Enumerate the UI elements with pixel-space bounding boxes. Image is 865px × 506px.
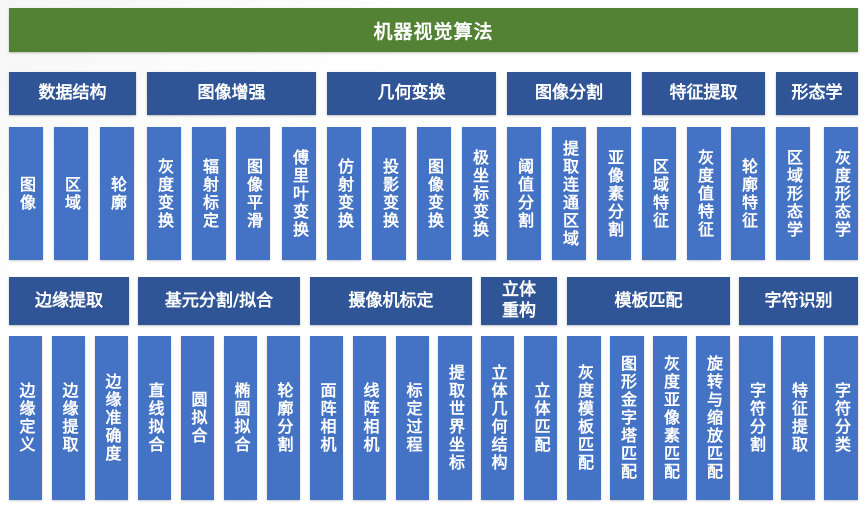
leaf-gray-subpixel-matching: 灰度亚像素匹配	[653, 336, 687, 500]
leaf-threshold-segmentation: 阈值分割	[507, 127, 541, 260]
leaf-rotation-scale-matching: 旋转与缩放匹配	[696, 336, 730, 500]
leaf-image-smoothing: 图像平滑	[236, 127, 270, 260]
category-template-matching: 模板匹配	[567, 277, 730, 325]
leaf-line-fitting: 直线拟合	[138, 336, 171, 500]
leaf-gray-morphology: 灰度形态学	[824, 127, 858, 260]
leaf-stereo-matching: 立体匹配	[524, 336, 557, 500]
leaf-gray-transform: 灰度变换	[147, 127, 181, 260]
leaf-region-morphology: 区域形态学	[776, 127, 810, 260]
leaf-area-camera: 面阵相机	[310, 336, 343, 500]
leaf-world-coordinates: 提取世界坐标	[438, 336, 472, 500]
leaf-image: 图像	[9, 127, 43, 260]
leaf-edge-accuracy: 边缘准确度	[95, 336, 128, 500]
leaf-pyramid-matching: 图形金字塔匹配	[610, 336, 644, 500]
leaf-character-segmentation: 字符分割	[739, 336, 773, 500]
leaf-region: 区域	[54, 127, 88, 260]
category-image-enhancement: 图像增强	[147, 72, 316, 115]
leaf-image-transform: 图像变换	[417, 127, 451, 260]
category-ocr: 字符识别	[739, 277, 858, 325]
leaf-radiometric-calibration: 辐射标定	[192, 127, 226, 260]
leaf-region-features: 区域特征	[642, 127, 676, 260]
leaf-contour: 轮廓	[100, 127, 134, 260]
leaf-gray-value-features: 灰度值特征	[687, 127, 721, 260]
leaf-character-classification: 字符分类	[824, 336, 858, 500]
category-edge-extraction: 边缘提取	[9, 277, 129, 325]
leaf-edge-definition: 边缘定义	[9, 336, 42, 500]
page-title: 机器视觉算法	[9, 8, 858, 52]
leaf-ellipse-fitting: 椭圆拟合	[224, 336, 257, 500]
leaf-circle-fitting: 圆拟合	[181, 336, 214, 500]
leaf-calibration-process: 标定过程	[396, 336, 429, 500]
category-camera-calibration: 摄像机标定	[310, 277, 472, 325]
leaf-polar-transform: 极坐标变换	[462, 127, 496, 260]
leaf-gray-template-matching: 灰度模板匹配	[567, 336, 601, 500]
leaf-contour-features: 轮廓特征	[731, 127, 765, 260]
category-geometric-transform: 几何变换	[327, 72, 496, 115]
category-image-segmentation: 图像分割	[507, 72, 631, 115]
leaf-line-camera: 线阵相机	[353, 336, 386, 500]
leaf-edge-extract: 边缘提取	[52, 336, 85, 500]
leaf-affine-transform: 仿射变换	[327, 127, 361, 260]
leaf-connected-regions: 提取连通区域	[552, 127, 586, 260]
category-data-structure: 数据结构	[9, 72, 136, 115]
leaf-subpixel-segmentation: 亚像素分割	[597, 127, 631, 260]
leaf-stereo-geometry: 立体几何结构	[481, 336, 514, 500]
leaf-feature-extraction: 特征提取	[781, 336, 815, 500]
category-primitive-fitting: 基元分割/拟合	[138, 277, 300, 325]
category-feature-extraction: 特征提取	[642, 72, 765, 115]
leaf-contour-segmentation: 轮廓分割	[267, 336, 300, 500]
category-morphology: 形态学	[776, 72, 858, 115]
leaf-fourier-transform: 傅里叶变换	[282, 127, 316, 260]
leaf-projective-transform: 投影变换	[372, 127, 406, 260]
category-stereo-reconstruction: 立体重构	[481, 277, 557, 325]
